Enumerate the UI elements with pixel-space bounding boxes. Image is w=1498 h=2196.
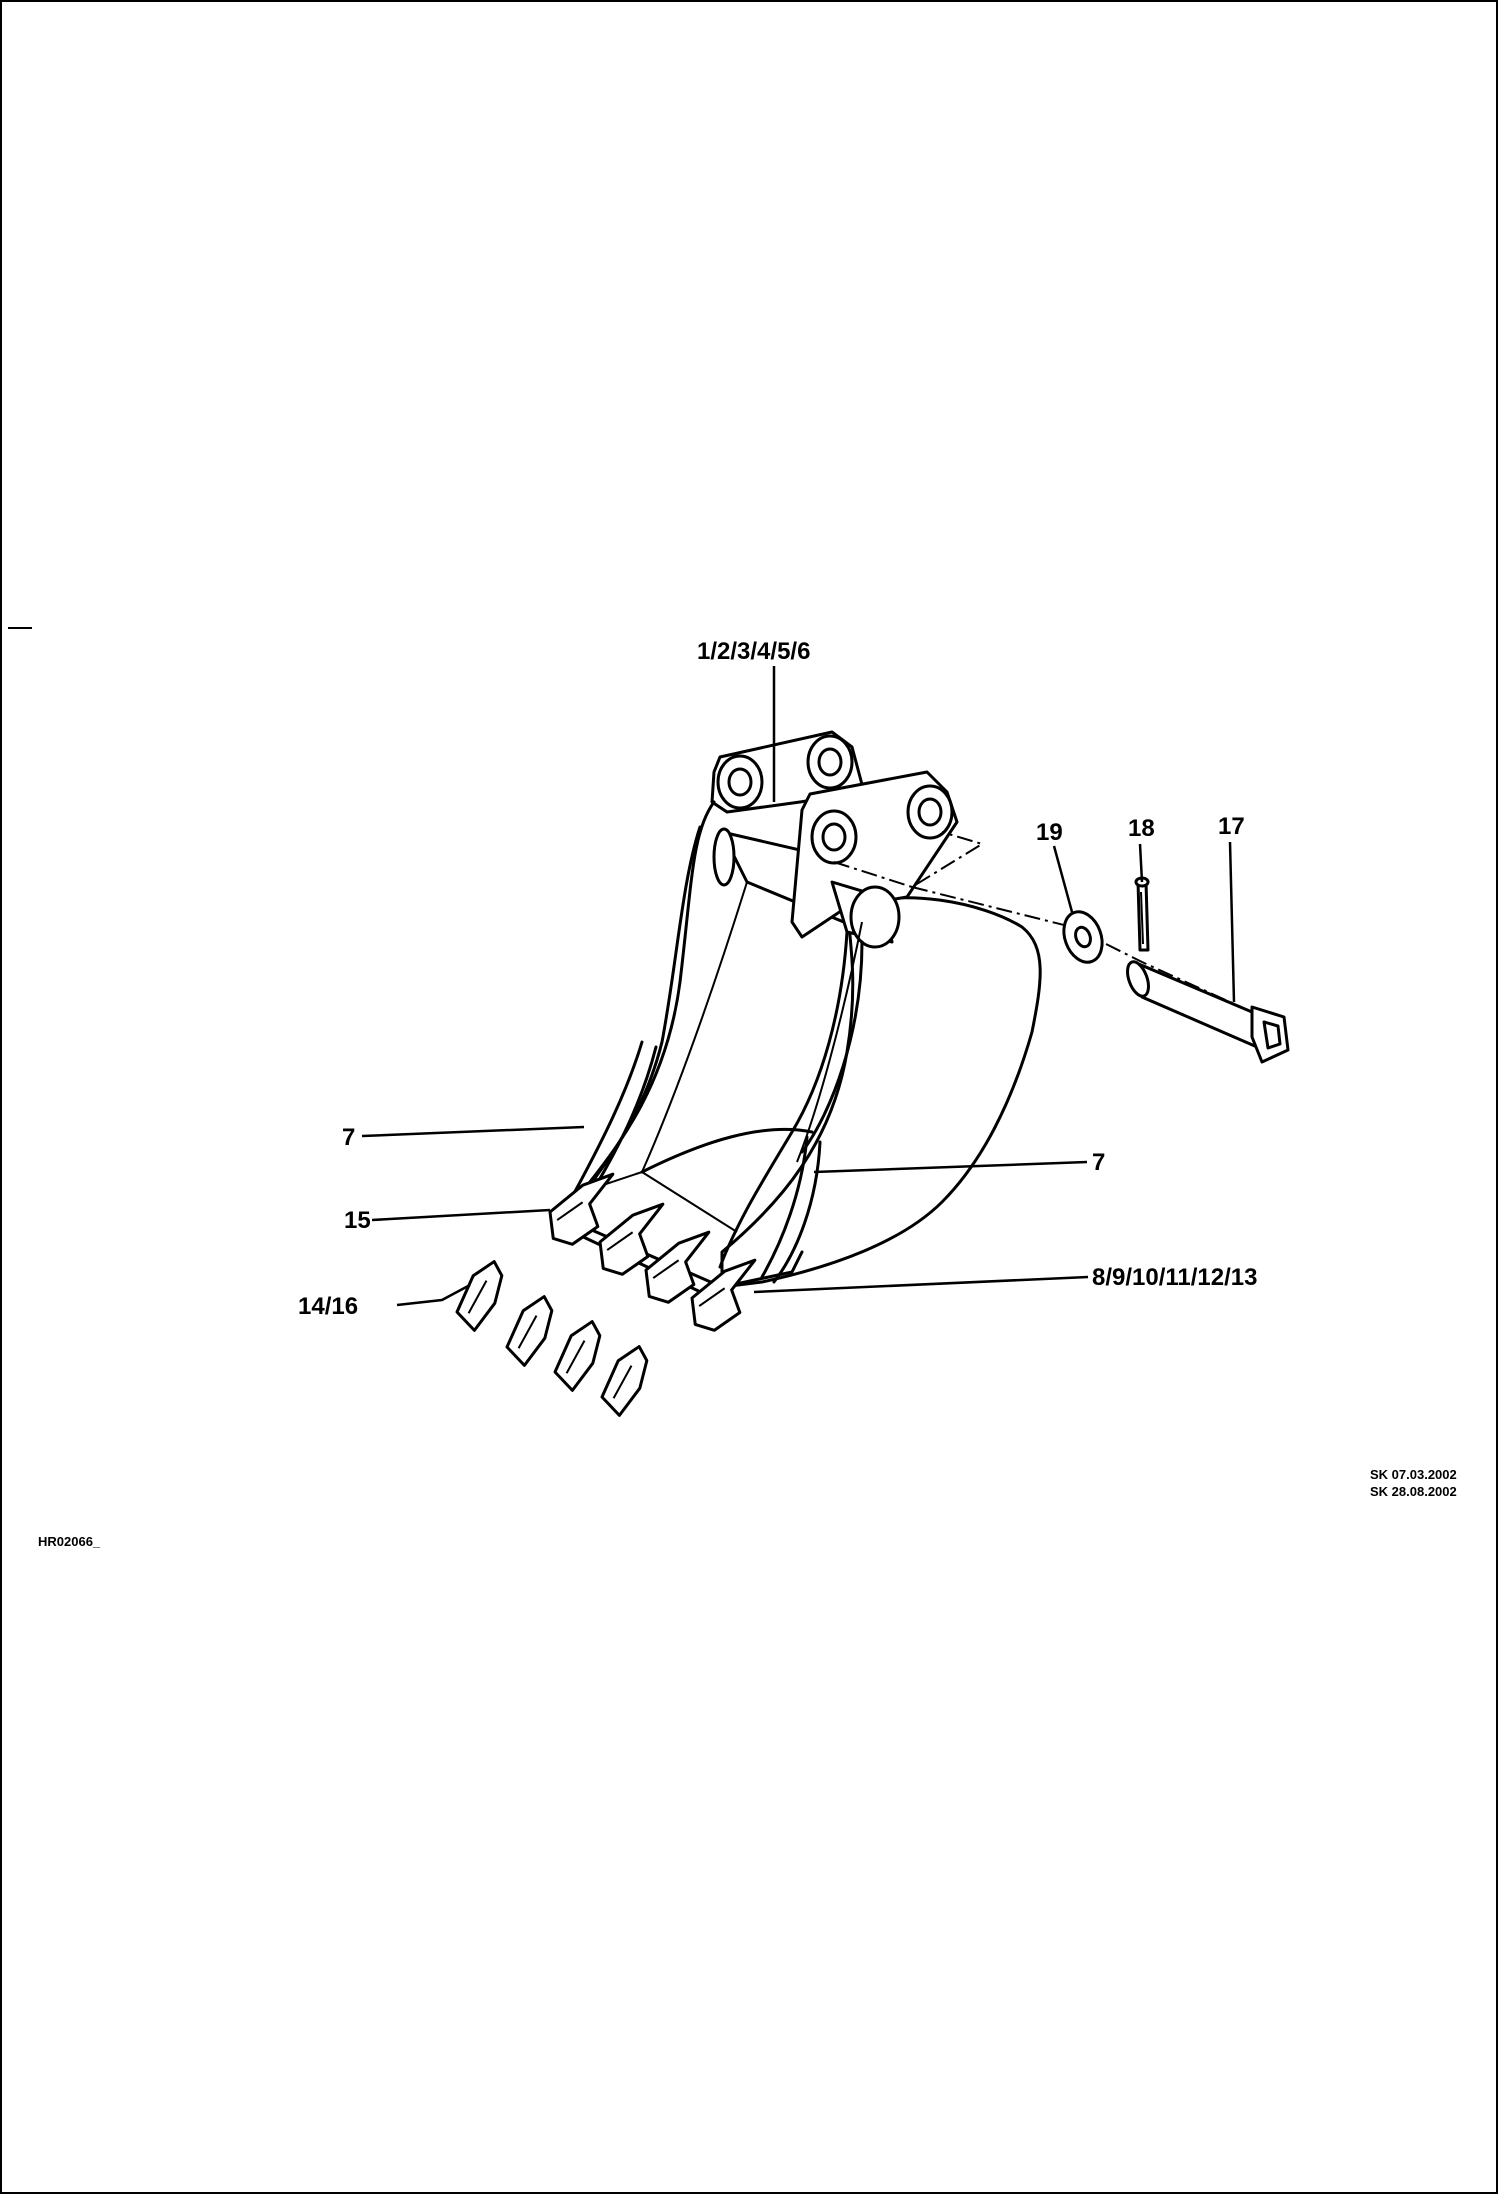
spring-pin	[1134, 876, 1150, 952]
bucket-body	[560, 730, 1042, 1304]
callout-washer: 19	[1036, 819, 1063, 846]
callout-cutting-edge: 8/9/10/11/12/13	[1092, 1264, 1258, 1291]
callout-tooth-adapter: 15	[344, 1207, 371, 1234]
axis-line	[911, 886, 1253, 1013]
callout-bucket-body: 1/2/3/4/5/6	[697, 638, 810, 665]
center-line	[833, 831, 985, 889]
revision-1: SK 07.03.2002	[1370, 1467, 1457, 1482]
callout-side-cutter-left: 7	[342, 1124, 355, 1151]
callout-spring-pin: 18	[1128, 815, 1155, 842]
tooth-adapters	[548, 1172, 757, 1332]
callout-pin: 17	[1218, 813, 1245, 840]
revision-2: SK 28.08.2002	[1370, 1484, 1457, 1499]
callout-side-cutter-right: 7	[1092, 1149, 1105, 1176]
tooth-tips	[455, 1260, 649, 1417]
pin	[1126, 960, 1290, 1064]
drawing-id: HR02066_	[38, 1534, 101, 1549]
leader-lines	[361, 666, 1236, 1307]
washer	[1062, 910, 1104, 964]
callout-tooth-tip: 14/16	[298, 1293, 358, 1320]
